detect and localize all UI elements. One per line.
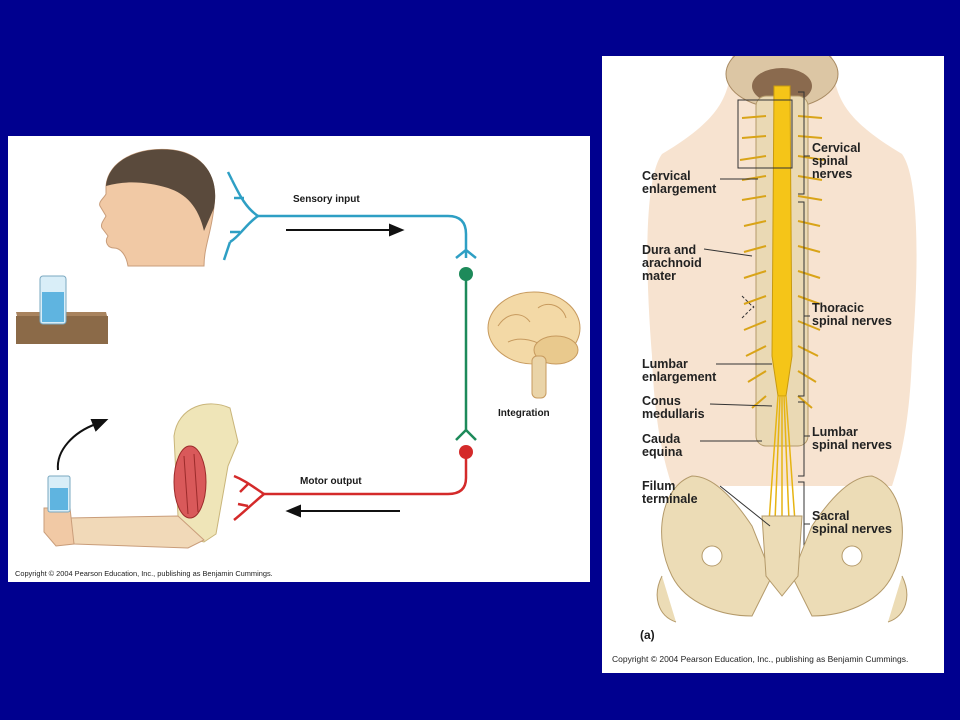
label-dura-arachnoid-mater: Dura and arachnoid mater	[642, 243, 702, 283]
panel-label-a: (a)	[640, 628, 655, 642]
label-cauda-equina: Cauda equina	[642, 432, 683, 459]
label-sacral-spinal-nerves: Sacral spinal nerves	[812, 509, 892, 536]
label-lumbar-spinal-nerves: Lumbar spinal nerves	[812, 425, 892, 452]
motor-output-label: Motor output	[300, 476, 362, 487]
label-cervical-spinal-nerves: Cervical spinal nerves	[812, 141, 861, 181]
spinal-nerve-pairs	[739, 115, 825, 409]
leader-lines	[700, 178, 773, 527]
human-head	[99, 148, 216, 267]
arm-lifting-glass	[43, 403, 239, 549]
label-filum-terminale: Filum terminale	[642, 479, 698, 506]
nerve-group-brackets	[737, 91, 810, 567]
spinal-cord-figure: Cervical enlargement Dura and arachnoid …	[602, 56, 944, 673]
nervous-system-function-figure: Sensory input Integration Motor output C…	[8, 136, 590, 582]
sensory-input-label: Sensory input	[293, 194, 360, 205]
integration-label: Integration	[498, 408, 550, 419]
pelvis	[656, 475, 908, 623]
left-copyright: Copyright © 2004 Pearson Education, Inc.…	[15, 569, 273, 578]
spinal-cord	[771, 85, 793, 397]
label-cervical-enlargement: Cervical enlargement	[642, 169, 717, 196]
label-thoracic-spinal-nerves: Thoracic spinal nerves	[812, 301, 892, 328]
label-lumbar-enlargement: Lumbar enlargement	[642, 357, 717, 384]
direction-arrows	[56, 223, 405, 518]
brain	[487, 291, 581, 399]
integration-pathway	[455, 267, 477, 441]
motor-pathway	[233, 452, 468, 521]
motor-neuron-body	[459, 445, 473, 459]
label-conus-medullaris: Conus medullaris	[642, 394, 705, 421]
left-figure-artwork	[16, 148, 581, 549]
table-with-glass	[16, 275, 108, 344]
cauda-equina	[767, 395, 797, 556]
right-figure-artwork	[647, 56, 917, 623]
sensory-pathway	[222, 171, 477, 261]
right-copyright: Copyright © 2004 Pearson Education, Inc.…	[612, 654, 909, 664]
